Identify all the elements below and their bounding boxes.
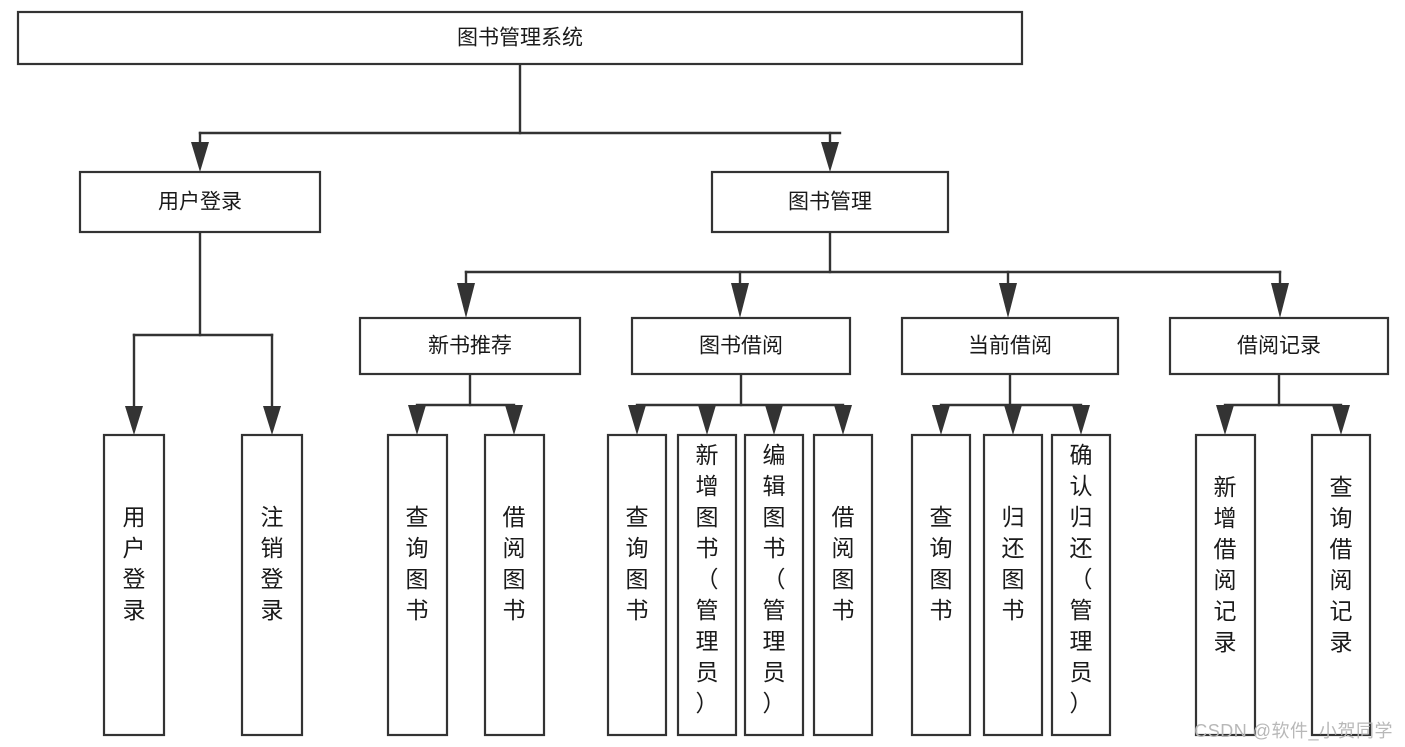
arrowhead-book-manage <box>821 142 839 172</box>
node-leaf-confirm-return-box[interactable] <box>1050 433 1112 737</box>
arrowhead-leaf-query-book-3 <box>932 405 950 435</box>
node-current-borrow-label: 当前借阅 <box>968 335 1052 358</box>
node-root[interactable]: 图书管理系统 <box>16 10 1024 66</box>
leaf-node-group: 用户登录 注销登录 查询图书 借阅图书 查询图书 新增图书（管理员） <box>102 433 1372 737</box>
node-leaf-return-book-label: 归还图书 <box>1002 504 1025 623</box>
node-leaf-edit-book[interactable]: 编辑图书（管理员） <box>743 433 805 737</box>
node-leaf-add-record-box[interactable] <box>1194 433 1257 737</box>
arrowhead-leaf-add-record <box>1216 405 1234 435</box>
node-leaf-borrow-book-2[interactable]: 借阅图书 <box>812 433 874 737</box>
arrowhead-leaf-borrow-book-1 <box>505 405 523 435</box>
node-leaf-query-book-2-label: 查询图书 <box>626 504 649 623</box>
arrowhead-leaf-query-record <box>1332 405 1350 435</box>
node-user-login-label: 用户登录 <box>158 191 242 214</box>
arrowhead-leaf-user-logout <box>263 406 281 435</box>
node-leaf-user-login[interactable]: 用户登录 <box>102 433 166 737</box>
node-leaf-query-book-2[interactable]: 查询图书 <box>606 433 668 737</box>
node-book-manage-label: 图书管理 <box>788 191 872 214</box>
node-leaf-confirm-return[interactable]: 确认归还（管理员） <box>1050 433 1112 737</box>
node-leaf-borrow-book-2-box[interactable] <box>812 433 874 737</box>
node-book-borrow-box[interactable] <box>630 316 852 376</box>
node-leaf-query-book-3-box[interactable] <box>910 433 972 737</box>
node-leaf-confirm-return-label: 确认归还（管理员） <box>1070 442 1093 716</box>
arrowhead-leaf-query-book-2 <box>628 405 646 435</box>
arrowhead-current-borrow <box>999 283 1017 318</box>
node-leaf-borrow-book-2-label: 借阅图书 <box>832 504 855 623</box>
node-leaf-edit-book-box[interactable] <box>743 433 805 737</box>
arrowhead-leaf-borrow-book-2 <box>834 405 852 435</box>
node-current-borrow[interactable]: 当前借阅 <box>900 316 1120 376</box>
node-root-box[interactable] <box>16 10 1024 66</box>
node-leaf-query-book-1-box[interactable] <box>386 433 449 737</box>
node-book-borrow-label: 图书借阅 <box>699 335 783 358</box>
node-user-login-box[interactable] <box>78 170 322 234</box>
node-leaf-user-logout-label: 注销登录 <box>261 504 284 623</box>
node-leaf-borrow-book-1[interactable]: 借阅图书 <box>483 433 546 737</box>
arrowhead-leaf-confirm-return <box>1072 405 1090 435</box>
node-leaf-query-book-3-label: 查询图书 <box>930 504 953 623</box>
connector-layer <box>125 62 1350 435</box>
node-leaf-query-record-label: 查询借阅记录 <box>1330 474 1353 655</box>
node-leaf-return-book[interactable]: 归还图书 <box>982 433 1044 737</box>
node-book-manage-box[interactable] <box>710 170 950 234</box>
node-leaf-borrow-book-1-box[interactable] <box>483 433 546 737</box>
node-leaf-user-login-label: 用户登录 <box>123 504 146 623</box>
arrowhead-leaf-add-book <box>698 405 716 435</box>
node-leaf-query-record[interactable]: 查询借阅记录 <box>1310 433 1372 737</box>
arrowhead-leaf-query-book-1 <box>408 405 426 435</box>
node-leaf-query-record-box[interactable] <box>1310 433 1372 737</box>
node-borrow-record[interactable]: 借阅记录 <box>1168 316 1390 376</box>
node-leaf-user-logout[interactable]: 注销登录 <box>240 433 304 737</box>
node-leaf-add-book-label: 新增图书（管理员） <box>696 442 719 716</box>
node-leaf-add-book[interactable]: 新增图书（管理员） <box>676 433 738 737</box>
node-book-manage[interactable]: 图书管理 <box>710 170 950 234</box>
node-leaf-user-login-box[interactable] <box>102 433 166 737</box>
node-leaf-add-record-label: 新增借阅记录 <box>1214 474 1237 655</box>
arrowhead-user-login <box>191 142 209 172</box>
node-leaf-query-book-3[interactable]: 查询图书 <box>910 433 972 737</box>
node-root-label: 图书管理系统 <box>457 27 583 50</box>
arrowhead-leaf-return-book <box>1004 405 1022 435</box>
node-leaf-query-book-1[interactable]: 查询图书 <box>386 433 449 737</box>
node-leaf-query-book-2-box[interactable] <box>606 433 668 737</box>
arrowhead-book-borrow <box>731 283 749 318</box>
node-leaf-add-record[interactable]: 新增借阅记录 <box>1194 433 1257 737</box>
node-new-book-recommend-label: 新书推荐 <box>428 335 512 358</box>
arrowhead-leaf-edit-book <box>765 405 783 435</box>
node-current-borrow-box[interactable] <box>900 316 1120 376</box>
node-leaf-user-logout-box[interactable] <box>240 433 304 737</box>
arrowhead-new-book-recommend <box>457 283 475 318</box>
arrowhead-borrow-record <box>1271 283 1289 318</box>
node-leaf-borrow-book-1-label: 借阅图书 <box>503 504 526 623</box>
node-new-book-recommend-box[interactable] <box>358 316 582 376</box>
csdn-watermark: CSDN @软件_小贺同学 <box>1194 721 1393 741</box>
node-user-login[interactable]: 用户登录 <box>78 170 322 234</box>
arrowhead-leaf-user-login <box>125 406 143 435</box>
node-leaf-edit-book-label: 编辑图书（管理员） <box>763 442 786 716</box>
node-leaf-query-book-1-label: 查询图书 <box>406 504 429 623</box>
node-new-book-recommend[interactable]: 新书推荐 <box>358 316 582 376</box>
node-borrow-record-box[interactable] <box>1168 316 1390 376</box>
node-borrow-record-label: 借阅记录 <box>1237 335 1321 358</box>
node-leaf-add-book-box[interactable] <box>676 433 738 737</box>
node-leaf-return-book-box[interactable] <box>982 433 1044 737</box>
node-book-borrow[interactable]: 图书借阅 <box>630 316 852 376</box>
